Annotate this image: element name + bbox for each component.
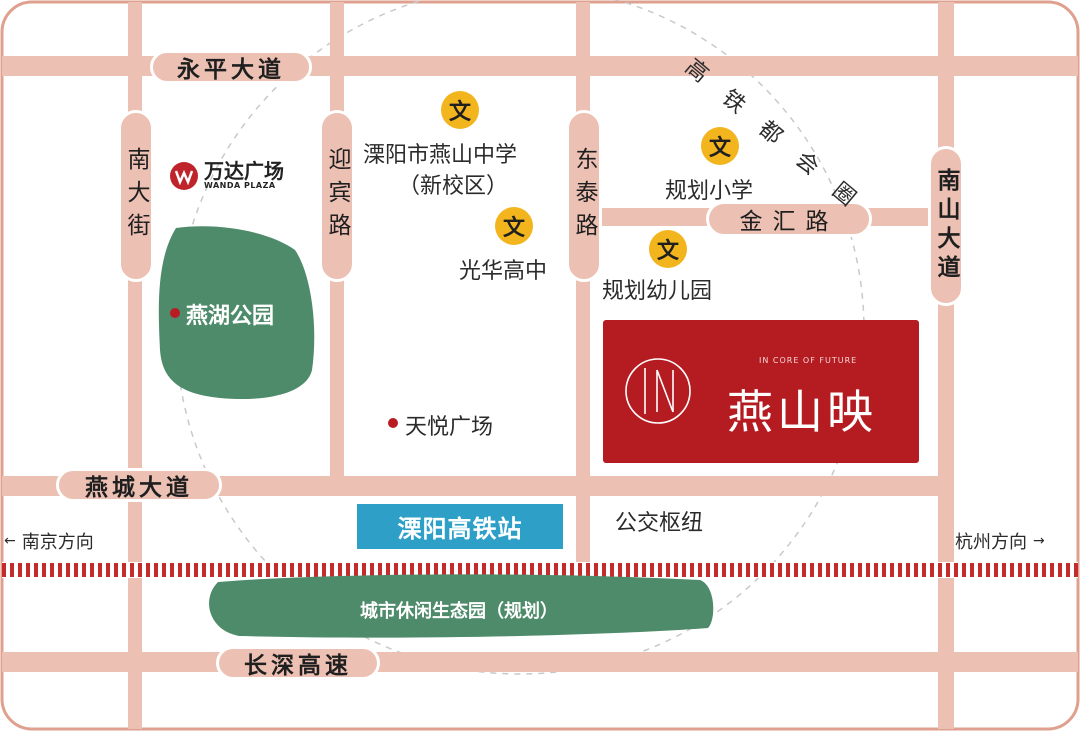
in-monogram-icon <box>625 358 691 424</box>
hangzhou-direction-label: 杭州方向 <box>955 532 1027 553</box>
road-label-nanshan: 南山大道 <box>928 146 964 306</box>
wanda-name-en: WANDA PLAZA <box>204 181 276 190</box>
school-icon: 文 <box>495 207 533 245</box>
road-dongtai <box>576 2 590 562</box>
park-label: 燕湖公园 <box>186 304 275 329</box>
road-nanshan <box>938 2 954 729</box>
school-yanshan-name: 溧阳市燕山中学 <box>363 143 518 168</box>
hangzhou-direction: 杭州方向 ← <box>955 528 1045 554</box>
school-icon: 文 <box>441 91 479 129</box>
school-guanghua-name: 光华高中 <box>459 259 548 284</box>
wanda-logo: 万达广场 WANDA PLAZA <box>168 160 284 192</box>
eco-park-shape <box>209 574 714 638</box>
station-box: 溧阳高铁站 <box>357 504 563 549</box>
school-icon: 文 <box>701 127 739 165</box>
school-planned-kindergarten-name: 规划幼儿园 <box>602 279 713 304</box>
road-label-yingbin: 迎宾路 <box>319 110 355 282</box>
road-label-dongtai: 东泰路 <box>566 110 602 282</box>
wanda-logo-icon <box>170 162 198 190</box>
wanda-name: 万达广场 <box>204 159 284 183</box>
road-label-changshen: 长深高速 <box>216 646 380 680</box>
tianyue-label: 天悦广场 <box>405 415 494 440</box>
park-dot <box>170 308 180 318</box>
project-name: 燕山映 <box>727 385 877 439</box>
school-yanshan-sub: （新校区） <box>398 174 509 199</box>
park-yanhu <box>158 226 315 400</box>
tianyue-dot <box>388 418 398 428</box>
road-changshen <box>2 652 1078 672</box>
project-tagline: IN CORE OF FUTURE <box>759 356 858 365</box>
road-yancheng <box>2 476 938 496</box>
school-planned-primary-name: 规划小学 <box>665 179 754 204</box>
road-label-nanda: 南大街 <box>118 110 154 282</box>
bus-hub-label: 公交枢纽 <box>615 511 704 536</box>
eco-park-label: 城市休闲生态园（规划） <box>360 601 558 622</box>
road-label-jinhui: 金汇路 <box>706 201 872 237</box>
road-label-yancheng: 燕城大道 <box>56 468 222 502</box>
arrow-left-icon: ← <box>4 533 16 549</box>
school-icon: 文 <box>649 230 687 268</box>
nanjing-direction: ← 南京方向 <box>4 528 94 554</box>
project-block: IN CORE OF FUTURE 燕山映 <box>603 320 919 463</box>
road-label-yongping: 永平大道 <box>150 50 312 84</box>
arrow-right-icon: ← <box>1033 533 1045 549</box>
nanjing-direction-label: 南京方向 <box>21 532 94 553</box>
